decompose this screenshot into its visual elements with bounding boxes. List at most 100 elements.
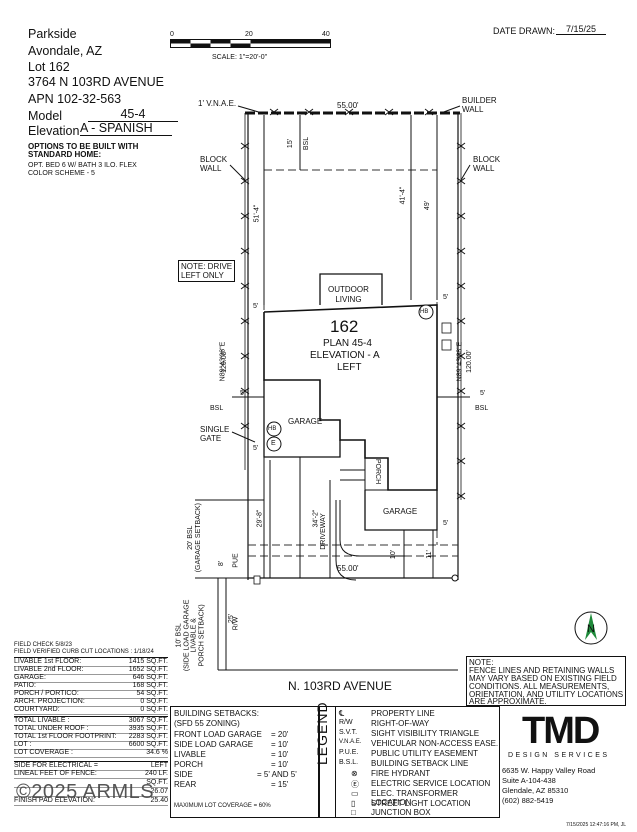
- hose-bib-front: HB: [268, 426, 277, 432]
- note-line: ORIENTATION, AND UTILITY LOCATIONS: [469, 690, 624, 699]
- legend-text: STREET LIGHT LOCATION: [371, 799, 471, 808]
- right-distance: 120.00': [465, 350, 473, 373]
- electric-service-icon: Ⓔ: [351, 780, 359, 789]
- garage-label-1: GARAGE: [288, 417, 323, 426]
- field-check-1: FIELD CHECK 5/8/23: [14, 642, 73, 648]
- fire-hydrant-icon: ⊗: [351, 769, 358, 778]
- legend-text: JUNCTION BOX: [371, 808, 431, 817]
- setbacks-title: BUILDING SETBACKS:: [174, 709, 259, 718]
- legend-sym: P.U.E.: [339, 749, 359, 756]
- elevation-value: A - SPANISH: [80, 122, 172, 136]
- misc-row: LINEAL FEET OF FENCE:240 LF.: [14, 770, 168, 779]
- area-row: ARCH. PROJECTION:0 SQ.FT.: [14, 698, 168, 707]
- options-line-1: OPT. BED 6 W/ BATH 3 ILO. FLEX: [28, 162, 137, 169]
- setback-label: PORCH: [174, 760, 203, 769]
- model-label: Model: [28, 109, 63, 123]
- legend-text: ELECTRIC SERVICE LOCATION: [371, 779, 491, 788]
- scale-tick-0: 0: [170, 31, 174, 38]
- block-wall-left-label: BLOCK WALL: [200, 155, 228, 173]
- rear-bsl-label: BSL: [303, 136, 311, 151]
- misc-row: SIDE FOR ELECTRICAL =LEFT: [14, 761, 168, 771]
- lot: Lot 162: [28, 60, 70, 74]
- note-line: FENCE LINES AND RETAINING WALLS: [469, 666, 615, 675]
- setback-label: SIDE LOAD GARAGE: [174, 740, 254, 749]
- gate-dim: 5': [253, 445, 259, 452]
- right-bearing: N89°43'08"E: [456, 341, 464, 382]
- legend-text: SIGHT VISIBILITY TRIANGLE: [371, 729, 480, 738]
- dim-34-2: 34'-2": [312, 509, 320, 528]
- legend-sym: R/W: [339, 719, 353, 726]
- note-line: CONDITIONS. ALL MEASUREMENTS,: [469, 682, 610, 691]
- company-address-1: 6635 W. Happy Valley Road: [502, 766, 596, 775]
- setback-value: = 10': [271, 750, 289, 759]
- legend-title: LEGEND: [314, 701, 330, 765]
- pue-label: PUE: [232, 553, 240, 568]
- company-logo: TMD: [522, 710, 600, 752]
- legend-sym: S.V.T.: [339, 729, 358, 736]
- north-label: N: [587, 623, 595, 635]
- porch-label: PORCH: [374, 458, 382, 485]
- legend-text: RIGHT-OF-WAY: [371, 719, 430, 728]
- misc-row: FINISH PAD ELEVATION:25.40: [14, 797, 168, 806]
- legend-text: FIRE HYDRANT: [371, 769, 431, 778]
- field-check-2: FIELD VERIFIED CURB CUT LOCATIONS : 1/18…: [14, 649, 154, 655]
- options-line-2: COLOR SCHEME - 5: [28, 170, 95, 177]
- misc-row: SQ.FT.: [14, 779, 168, 788]
- lot-number: 162: [330, 317, 359, 336]
- footer-stamp: 7/15/2025 12:47:16 PM, JL: [566, 822, 627, 828]
- legend-sym: V.N.A.E.: [339, 739, 362, 745]
- single-gate-label: SINGLE GATE: [200, 425, 230, 443]
- date-drawn-label: DATE DRAWN:: [493, 26, 555, 36]
- street-name: N. 103RD AVENUE: [288, 679, 392, 693]
- plan-line-1: PLAN 45-4: [323, 338, 372, 349]
- note-block: NOTE: FENCE LINES AND RETAINING WALLS MA…: [466, 656, 626, 706]
- area-row: PATIO:168 SQ.FT.: [14, 682, 168, 691]
- setback-value: = 10': [271, 760, 289, 769]
- address: 3764 N 103RD AVENUE: [28, 75, 164, 89]
- junction-box-icon: □: [351, 808, 356, 817]
- garage-label-2: GARAGE: [383, 507, 418, 516]
- side-setback-right: 5': [443, 294, 449, 301]
- transformer-icon: ▭: [351, 789, 359, 798]
- dim-41-4: 41'-4": [399, 186, 407, 205]
- company-phone: (602) 882-5419: [502, 796, 554, 805]
- note-title: NOTE:: [469, 658, 494, 667]
- legend-text: PUBLIC UTILITY EASEMENT: [371, 749, 478, 758]
- total-row: TOTAL LIVABLE :3067 SQ.FT.: [14, 716, 168, 726]
- outdoor-living-label: OUTDOOR LIVING: [328, 285, 369, 304]
- company-address-2: Suite A-104-438: [502, 776, 556, 785]
- company-tagline: DESIGN SERVICES: [508, 752, 610, 759]
- city: Avondale, AZ: [28, 44, 103, 58]
- legend-text: BUILDING SETBACK LINE: [371, 759, 469, 768]
- total-row: LOT :6600 SQ.FT.: [14, 741, 168, 750]
- legend-sym: ℄: [339, 709, 345, 718]
- total-row: TOTAL 1st FLOOR FOOTPRINT:2283 SQ.FT.: [14, 733, 168, 742]
- dim-51-4: 51'-4": [253, 204, 261, 223]
- elevation-label: Elevation: [28, 124, 80, 138]
- north-arrow-icon: N: [574, 611, 608, 645]
- setback-label: REAR: [174, 780, 197, 789]
- max-coverage: MAXIMUM LOT COVERAGE = 60%: [174, 803, 271, 809]
- legend-block: LEGEND ℄ PROPERTY LINE R/W RIGHT-OF-WAY …: [314, 701, 500, 818]
- driveway-label: DRIVEWAY: [319, 513, 327, 550]
- apn: APN 102-32-563: [28, 92, 122, 106]
- legend-text: VEHICULAR NON-ACCESS EASE.: [371, 739, 499, 748]
- pue-dim: 8': [218, 560, 226, 567]
- setback-label: FRONT LOAD GARAGE: [174, 730, 262, 739]
- dim-49: 49': [424, 200, 432, 211]
- setback-value: = 5' AND 5': [257, 770, 297, 779]
- dim-11: 11': [425, 550, 433, 559]
- top-lot-dimension: 55.00': [337, 101, 359, 110]
- note-line: ARE APPROXIMATE.: [469, 697, 547, 706]
- note-line: MAY VARY BASED ON EXISTING FIELD: [469, 674, 617, 683]
- setback-value: = 20': [271, 730, 289, 739]
- date-drawn-value: 7/15/25: [556, 25, 606, 35]
- area-row: GARAGE:646 SQ.FT.: [14, 674, 168, 683]
- left-bsl-dim: 5': [240, 390, 246, 397]
- setback-value: = 15': [271, 780, 289, 789]
- builder-wall-label: BUILDER WALL: [462, 96, 497, 114]
- total-row: TOTAL UNDER ROOF :3935 SQ.FT.: [14, 725, 168, 734]
- legend-text: PROPERTY LINE: [371, 709, 435, 718]
- company-address-3: Glendale, AZ 85310: [502, 786, 569, 795]
- rear-setback-dim: 15': [287, 138, 295, 149]
